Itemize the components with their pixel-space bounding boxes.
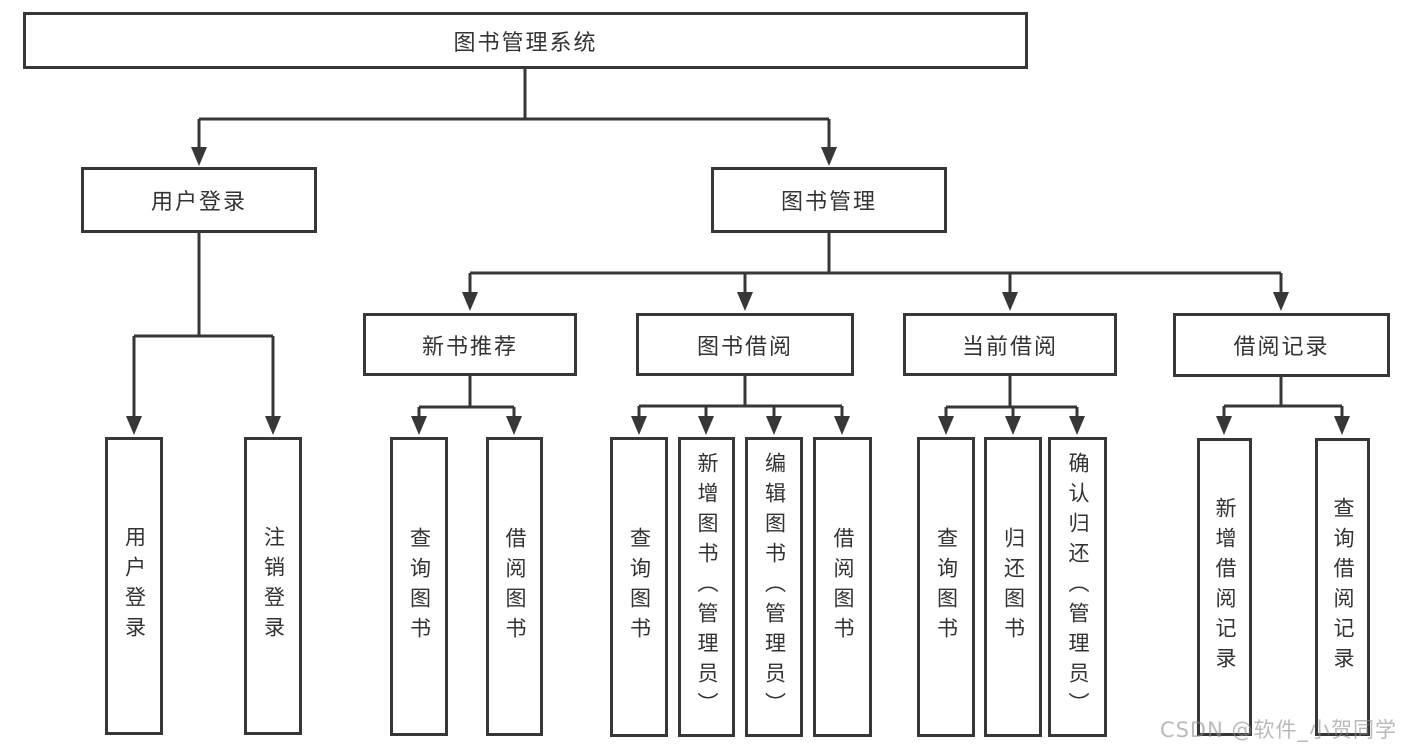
leaf-query-books-3-label: 查询图书 bbox=[934, 527, 959, 647]
csdn-watermark: CSDN @软件_小贺同学 bbox=[1159, 718, 1397, 742]
leaf-query-books-2: 查询图书 bbox=[610, 437, 668, 737]
leaf-user-login-label: 用户登录 bbox=[122, 526, 147, 646]
leaf-borrow-books-2: 借阅图书 bbox=[813, 437, 872, 737]
node-borrow-records: 借阅记录 bbox=[1173, 313, 1390, 377]
leaf-return-books: 归还图书 bbox=[984, 437, 1042, 737]
node-root: 图书管理系统 bbox=[23, 12, 1028, 69]
leaf-logout-label: 注销登录 bbox=[261, 526, 286, 646]
leaf-add-borrow-record: 新增借阅记录 bbox=[1197, 438, 1252, 736]
node-user-login-label: 用户登录 bbox=[150, 190, 247, 215]
leaf-logout: 注销登录 bbox=[244, 437, 302, 735]
leaf-add-borrow-record-label: 新增借阅记录 bbox=[1213, 497, 1238, 677]
leaf-query-borrow-record: 查询借阅记录 bbox=[1315, 438, 1370, 736]
node-book-borrow: 图书借阅 bbox=[636, 313, 854, 376]
leaf-add-book-admin: 新增图书（管理员） bbox=[678, 437, 735, 737]
leaf-confirm-return-admin: 确认归还（管理员） bbox=[1048, 437, 1107, 737]
leaf-edit-book-admin-label: 编辑图书（管理员） bbox=[762, 452, 787, 722]
leaf-borrow-books-2-label: 借阅图书 bbox=[831, 527, 856, 647]
node-root-label: 图书管理系统 bbox=[453, 30, 598, 56]
leaf-query-books-3: 查询图书 bbox=[917, 437, 975, 737]
leaf-query-borrow-record-label: 查询借阅记录 bbox=[1331, 497, 1356, 677]
leaf-borrow-books-1: 借阅图书 bbox=[486, 437, 543, 736]
node-book-borrow-label: 图书借阅 bbox=[696, 334, 793, 360]
node-borrow-records-label: 借阅记录 bbox=[1233, 335, 1330, 360]
leaf-query-books-2-label: 查询图书 bbox=[627, 527, 652, 647]
node-book-management-label: 图书管理 bbox=[780, 190, 877, 215]
leaf-edit-book-admin: 编辑图书（管理员） bbox=[745, 437, 803, 737]
arrowheads bbox=[126, 147, 1350, 435]
leaf-return-books-label: 归还图书 bbox=[1001, 527, 1026, 647]
node-user-login: 用户登录 bbox=[81, 167, 317, 233]
leaf-add-book-admin-label: 新增图书（管理员） bbox=[695, 452, 720, 722]
node-current-borrow-label: 当前借阅 bbox=[961, 334, 1058, 360]
leaf-user-login: 用户登录 bbox=[105, 437, 163, 735]
leaf-query-books-1: 查询图书 bbox=[390, 437, 448, 736]
leaf-borrow-books-1-label: 借阅图书 bbox=[503, 526, 528, 647]
leaf-confirm-return-admin-label: 确认归还（管理员） bbox=[1066, 452, 1091, 722]
node-current-borrow: 当前借阅 bbox=[903, 313, 1117, 376]
leaf-query-books-1-label: 查询图书 bbox=[407, 526, 432, 647]
node-new-book-recommend-label: 新书推荐 bbox=[421, 334, 518, 360]
node-book-management: 图书管理 bbox=[711, 167, 947, 233]
node-new-book-recommend: 新书推荐 bbox=[363, 313, 577, 376]
